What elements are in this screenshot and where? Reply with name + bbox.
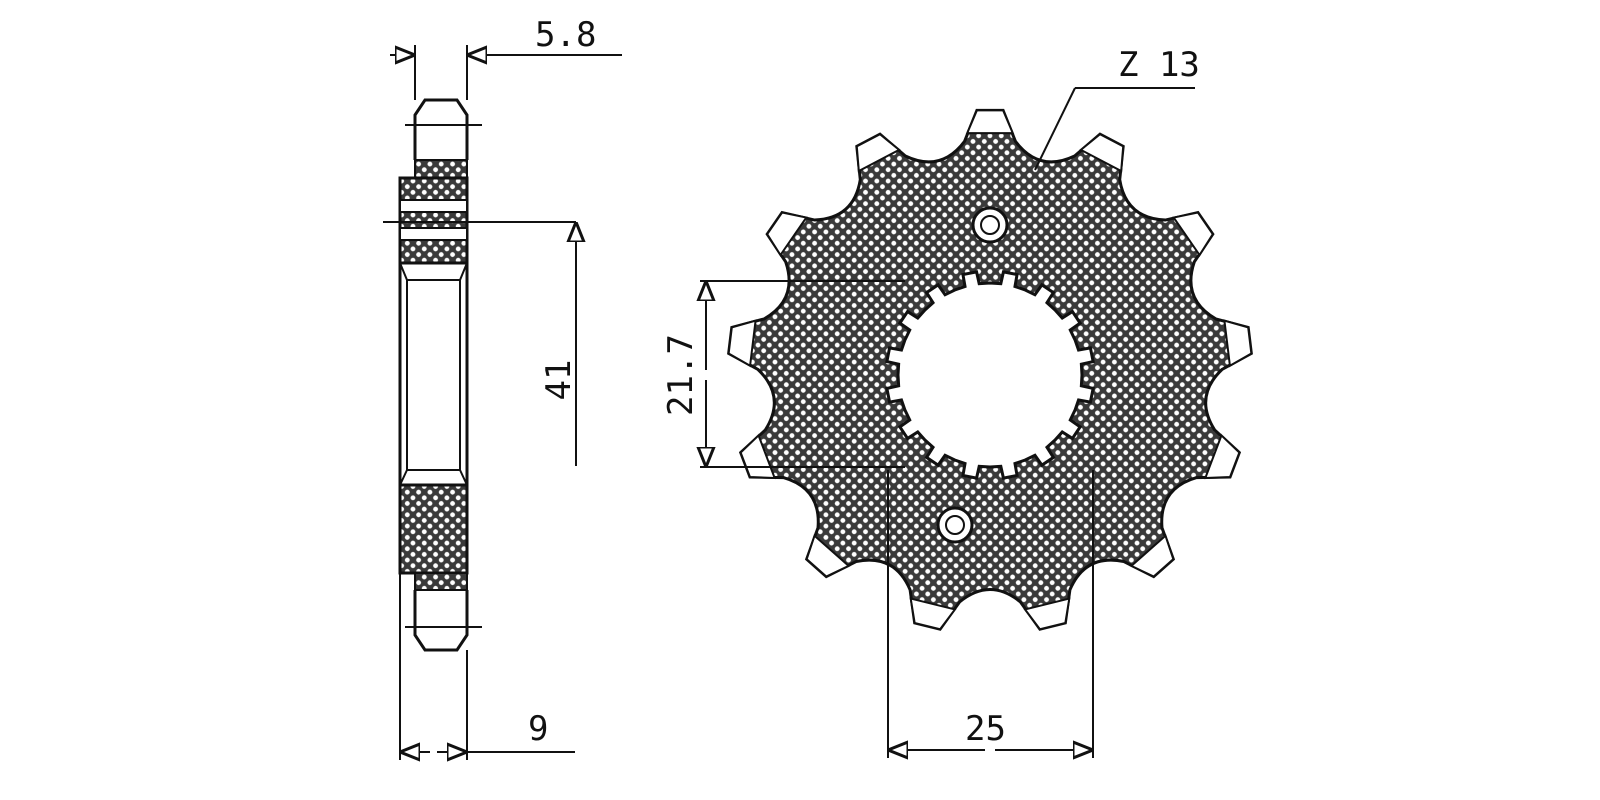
side-groove-1 bbox=[399, 199, 468, 213]
tooth-tip bbox=[965, 109, 1015, 135]
side-groove-2 bbox=[399, 227, 468, 241]
tooth-tips bbox=[727, 109, 1253, 631]
side-view: 5.8 41 9 bbox=[383, 15, 622, 760]
tooth-tip bbox=[1023, 597, 1071, 631]
tooth-tip bbox=[766, 211, 808, 257]
side-bottom-tooth bbox=[413, 590, 469, 652]
tooth-tip bbox=[1079, 133, 1125, 173]
tooth-tip bbox=[1172, 211, 1214, 257]
hub-width-dimension-label: 9 bbox=[528, 709, 548, 749]
hole-spacing-dimension-label: 25 bbox=[965, 709, 1006, 749]
side-bore-chamfer bbox=[399, 262, 468, 486]
mounting-hole-top bbox=[971, 206, 1009, 244]
bore-height-dimension-label: 41 bbox=[539, 360, 579, 401]
front-view: Z 13 21.7 25 bbox=[661, 45, 1253, 758]
side-hub-lower bbox=[398, 483, 469, 575]
tooth-tip bbox=[727, 319, 757, 368]
side-top-tooth bbox=[413, 98, 469, 160]
side-lower-hatch bbox=[414, 572, 468, 591]
side-bore bbox=[398, 261, 469, 487]
tooth-tip bbox=[909, 597, 957, 631]
tooth-tip bbox=[805, 533, 851, 578]
splined-bore bbox=[885, 270, 1095, 480]
mounting-hole-bottom bbox=[936, 506, 974, 544]
width-dimension-label: 5.8 bbox=[535, 15, 596, 55]
tooth-tip bbox=[855, 133, 901, 173]
tooth-tip bbox=[1129, 533, 1175, 578]
spline-dimension-label: 21.7 bbox=[661, 334, 701, 416]
tooth-tip bbox=[1223, 319, 1253, 368]
teeth-count-label: Z 13 bbox=[1118, 45, 1200, 85]
side-hub-upper bbox=[398, 176, 469, 265]
tooth-tip bbox=[1203, 433, 1241, 480]
